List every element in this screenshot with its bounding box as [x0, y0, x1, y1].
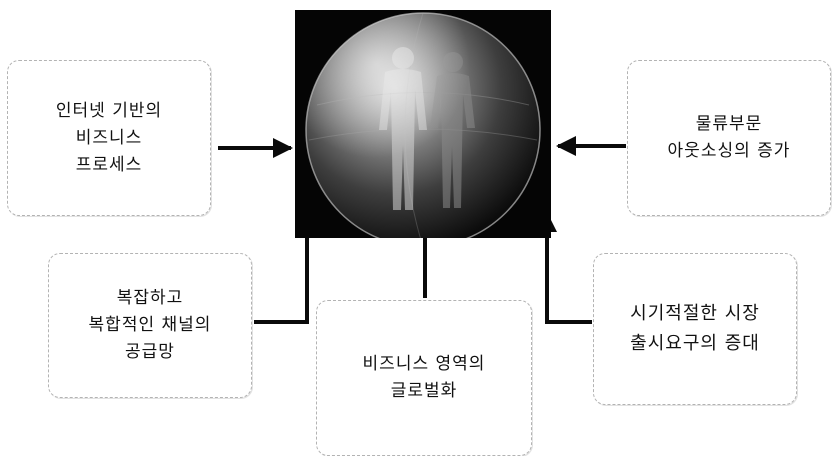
globe-image-frame [295, 10, 551, 248]
label-line: 비즈니스 [75, 127, 143, 148]
label-line: 아웃소싱의 증가 [667, 141, 791, 161]
factor-box-internet-business: 인터넷 기반의 비즈니스 프로세스 [7, 60, 211, 216]
arrow-from-middle-left [254, 212, 317, 324]
factor-label: 인터넷 기반의 비즈니스 프로세스 [56, 98, 162, 179]
factor-label: 비즈니스 영역의 글로벌화 [363, 351, 486, 405]
label-line: 출시요구의 증대 [630, 333, 760, 354]
label-line: 복잡하고 [116, 288, 184, 308]
globe-with-people-icon [305, 12, 541, 248]
factor-label: 복잡하고 복합적인 채널의 공급망 [89, 285, 212, 366]
factor-box-logistics-outsourcing: 물류부문 아웃소싱의 증가 [627, 60, 831, 216]
label-line: 프로세스 [75, 154, 143, 175]
factor-box-complex-supply-chain: 복잡하고 복합적인 채널의 공급망 [48, 253, 252, 398]
factor-box-business-globalization: 비즈니스 영역의 글로벌화 [316, 300, 532, 456]
label-line: 공급망 [125, 342, 175, 362]
factor-label: 물류부문 아웃소싱의 증가 [668, 111, 791, 165]
label-line: 시기적절한 시장 [630, 303, 760, 324]
factor-box-time-to-market: 시기적절한 시장 출시요구의 증대 [593, 253, 797, 405]
label-line: 비즈니스 영역의 [362, 354, 486, 374]
label-line: 인터넷 기반의 [55, 100, 163, 121]
label-line: 물류부문 [695, 114, 763, 134]
label-line: 복합적인 채널의 [88, 315, 212, 335]
arrow-from-middle-right [537, 212, 592, 324]
factor-label: 시기적절한 시장 출시요구의 증대 [630, 299, 760, 359]
label-line: 글로벌화 [390, 381, 458, 401]
